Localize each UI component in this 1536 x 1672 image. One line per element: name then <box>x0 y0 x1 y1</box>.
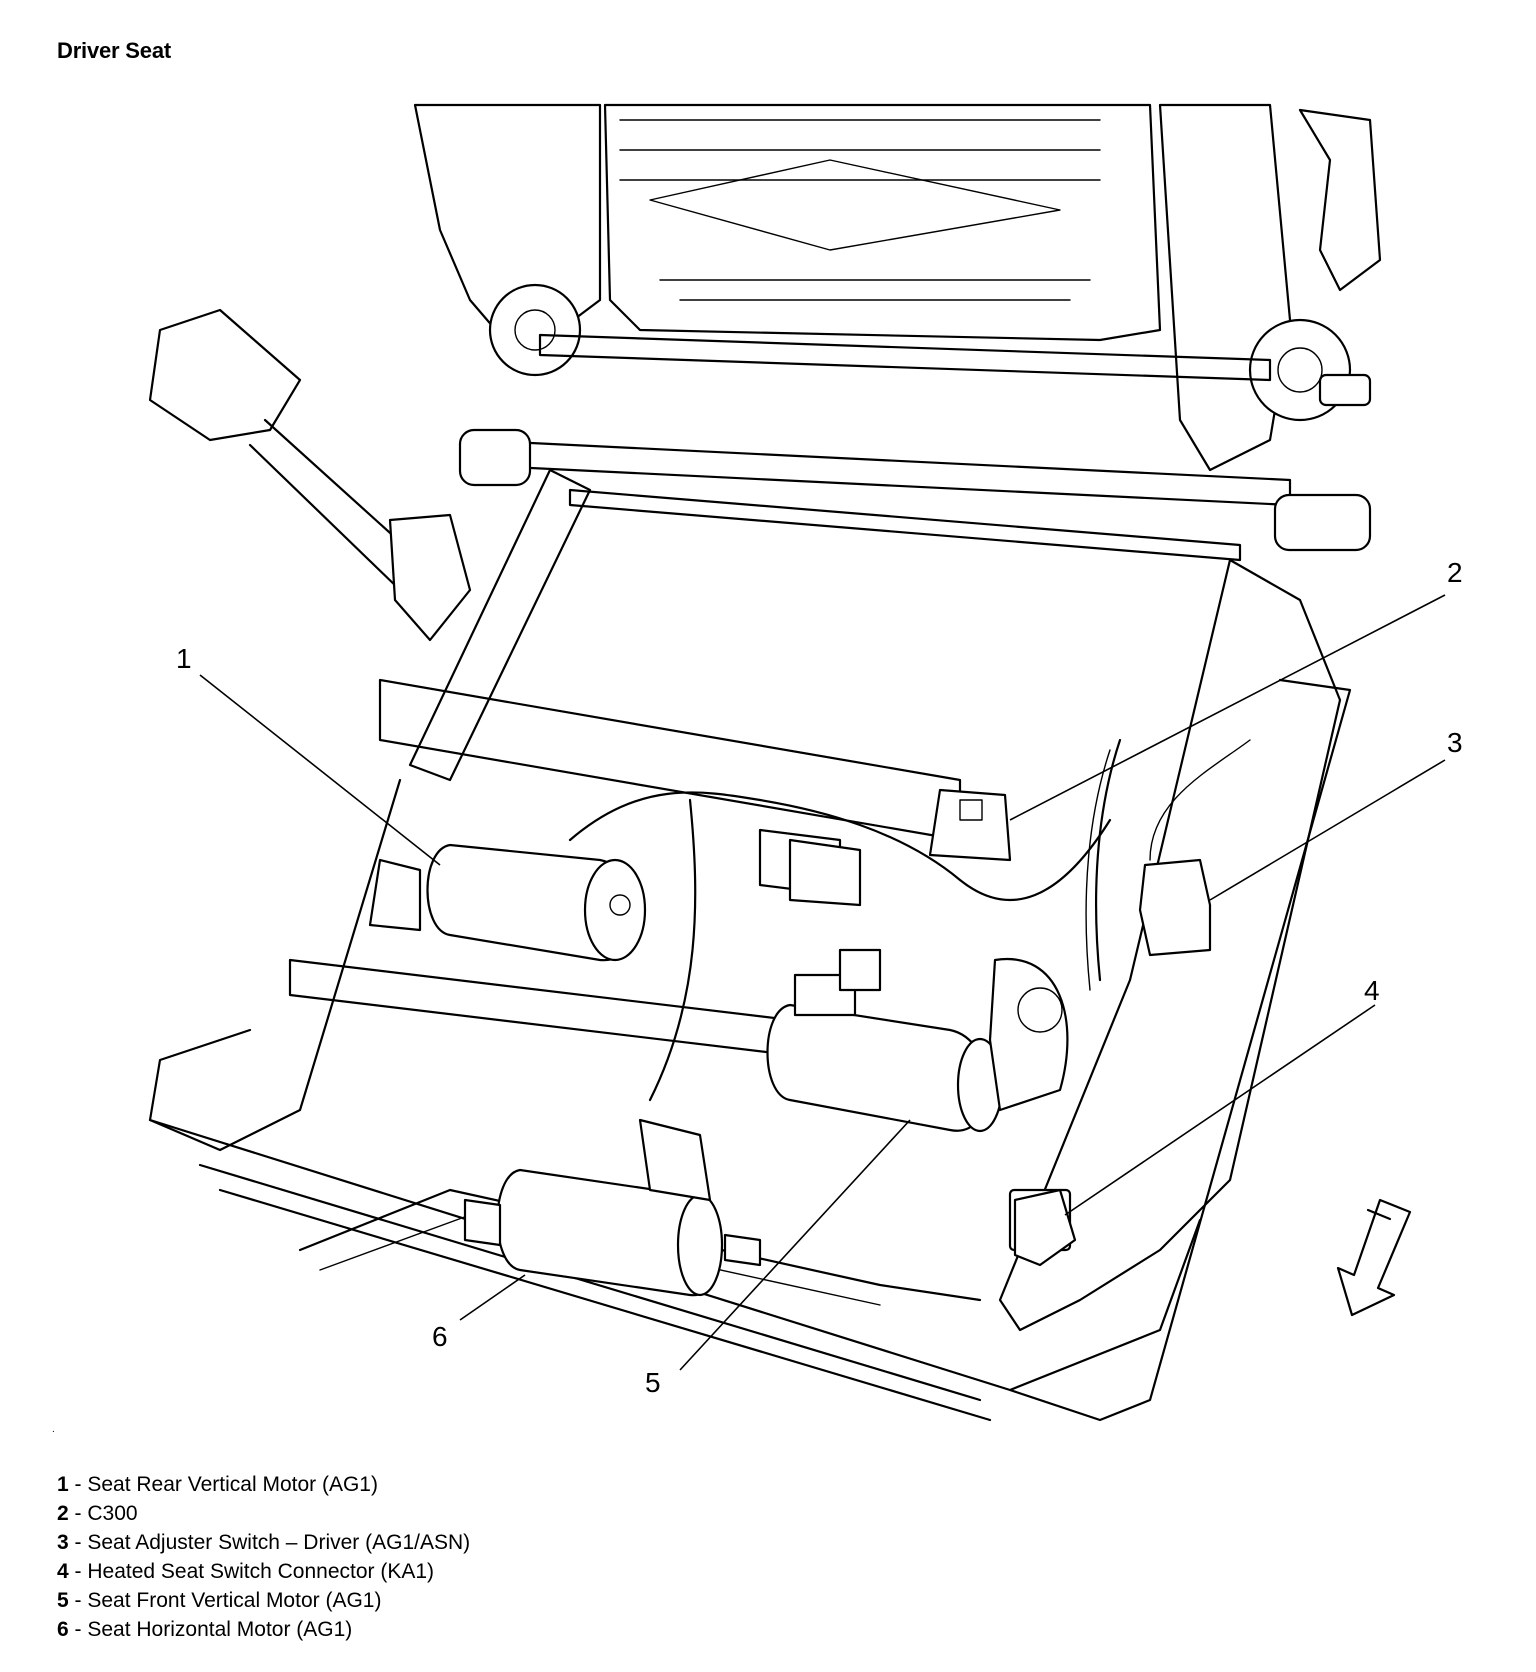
legend-number: 1 <box>57 1473 69 1496</box>
legend-separator: - <box>68 1560 88 1583</box>
legend-separator: - <box>68 1531 88 1554</box>
callout-6: 6 <box>432 1321 448 1352</box>
callout-numbers: 1 2 3 4 5 6 <box>176 557 1463 1398</box>
legend-item: 5 - Seat Front Vertical Motor (AG1) <box>57 1586 470 1615</box>
seat-frame-illustration: 1 2 3 4 5 6 <box>148 103 1463 1422</box>
callout-2: 2 <box>1447 557 1463 588</box>
seat-belt-buckle <box>148 308 472 642</box>
legend-number: 4 <box>57 1560 69 1583</box>
legend-number: 5 <box>57 1589 69 1612</box>
legend-item: 3 - Seat Adjuster Switch – Driver (AG1/A… <box>57 1528 470 1557</box>
callout-5: 5 <box>645 1367 661 1398</box>
seat-front-vertical-motor <box>766 948 1069 1133</box>
legend-label: Seat Horizontal Motor (AG1) <box>87 1618 353 1641</box>
seat-back-frame <box>413 103 1382 472</box>
legend-label: C300 <box>87 1502 138 1525</box>
wire-harness <box>568 738 1122 1102</box>
callout-1: 1 <box>176 643 192 674</box>
callout-3: 3 <box>1447 727 1463 758</box>
legend-separator: - <box>68 1589 88 1612</box>
legend-item: 1 - Seat Rear Vertical Motor (AG1) <box>57 1470 470 1499</box>
stray-mark: . <box>52 1424 55 1435</box>
front-direction-arrow-icon <box>1336 1198 1412 1317</box>
legend-item: 2 - C300 <box>57 1499 470 1528</box>
seat-horizontal-motor <box>463 1118 762 1297</box>
legend-item: 6 - Seat Horizontal Motor (AG1) <box>57 1615 470 1644</box>
legend-number: 6 <box>57 1618 69 1641</box>
callout-4: 4 <box>1364 975 1380 1006</box>
legend-separator: - <box>68 1502 88 1525</box>
legend: 1 - Seat Rear Vertical Motor (AG1) 2 - C… <box>57 1470 470 1644</box>
legend-separator: - <box>68 1473 88 1496</box>
cross-tubes <box>288 333 1372 1082</box>
leader-lines <box>199 594 1446 1371</box>
legend-number: 2 <box>57 1502 69 1525</box>
seat-adjuster-switch <box>1138 739 1251 957</box>
legend-label: Seat Adjuster Switch – Driver (AG1/ASN) <box>87 1531 471 1554</box>
heated-seat-switch-connector <box>1013 1188 1077 1267</box>
legend-separator: - <box>68 1618 88 1641</box>
legend-label: Seat Front Vertical Motor (AG1) <box>87 1589 382 1612</box>
seat-rear-vertical-motor <box>368 843 647 962</box>
c300-connector <box>758 788 1012 907</box>
legend-number: 3 <box>57 1531 69 1554</box>
legend-label: Heated Seat Switch Connector (KA1) <box>87 1560 435 1583</box>
legend-label: Seat Rear Vertical Motor (AG1) <box>87 1473 378 1496</box>
page-title: Driver Seat <box>57 38 171 63</box>
legend-item: 4 - Heated Seat Switch Connector (KA1) <box>57 1557 470 1586</box>
